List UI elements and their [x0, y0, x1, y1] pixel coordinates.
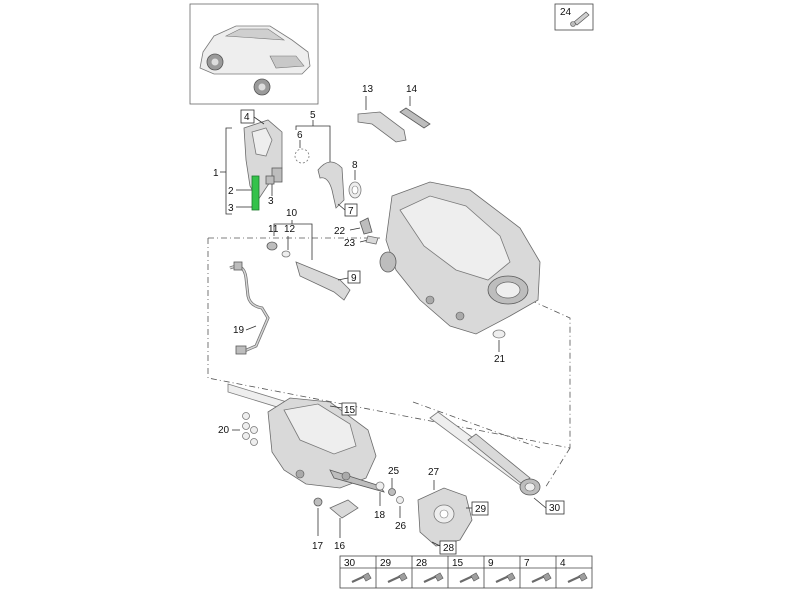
fastener-label-7[interactable]: 7	[524, 558, 530, 569]
callout-5[interactable]: 5	[310, 110, 316, 121]
driveshaft-30[interactable]	[429, 411, 541, 496]
fastener-table	[339, 555, 593, 589]
washer-26[interactable]	[396, 496, 404, 504]
callout-15[interactable]: 15	[344, 405, 356, 416]
callout-14[interactable]: 14	[406, 84, 418, 95]
transmission-housing-upper[interactable]	[379, 181, 541, 335]
callout-22[interactable]: 22	[334, 226, 346, 237]
callout-25[interactable]: 25	[388, 466, 400, 477]
seal-17[interactable]	[313, 497, 323, 507]
bolt-23[interactable]	[365, 235, 379, 245]
bolt-icon[interactable]	[459, 572, 480, 583]
callout-23[interactable]: 23	[344, 238, 356, 249]
gearbox-lower[interactable]	[227, 383, 385, 493]
pin-22[interactable]	[359, 217, 373, 235]
callout-9[interactable]: 9	[351, 273, 357, 284]
shift-cover-5[interactable]	[317, 161, 345, 209]
callout-13[interactable]: 13	[362, 84, 374, 95]
bolt-icon[interactable]	[495, 572, 516, 583]
fastener-label-4[interactable]: 4	[560, 558, 566, 569]
bolt-icon[interactable]	[567, 572, 588, 583]
fastener-label-29[interactable]: 29	[380, 558, 392, 569]
callout-26[interactable]: 26	[395, 521, 407, 532]
bolt-set-20[interactable]	[242, 412, 258, 446]
fastener-label-15[interactable]: 15	[452, 558, 464, 569]
ring-18[interactable]	[375, 481, 385, 491]
fastener-label-30[interactable]: 30	[344, 558, 356, 569]
shift-lever-10[interactable]	[295, 261, 351, 301]
tool-box[interactable]: 24	[554, 3, 594, 31]
callout-11[interactable]: 11	[268, 224, 279, 235]
bolt-icon[interactable]	[387, 572, 408, 583]
callout-3b[interactable]: 3	[268, 196, 274, 207]
callout-4[interactable]: 4	[244, 112, 250, 123]
gearshift-housing[interactable]	[243, 119, 283, 211]
callout-7[interactable]: 7	[348, 206, 354, 217]
callout-29[interactable]: 29	[475, 504, 487, 515]
wiring-harness-19[interactable]	[229, 261, 270, 355]
callout-24: 24	[560, 7, 572, 18]
callout-17[interactable]: 17	[312, 541, 324, 552]
callout-12[interactable]: 12	[284, 224, 296, 235]
washer-25[interactable]	[388, 488, 396, 496]
callout-3a[interactable]: 3	[228, 203, 234, 214]
callout-20[interactable]: 20	[218, 425, 230, 436]
callout-1[interactable]: 1	[213, 168, 219, 179]
callout-10[interactable]: 10	[286, 208, 298, 219]
callout-21[interactable]: 21	[494, 354, 506, 365]
seal-ring-6[interactable]	[294, 148, 310, 164]
bolt-icon[interactable]	[531, 572, 552, 583]
vehicle-thumbnail[interactable]	[189, 3, 319, 105]
assembly-outline-2	[412, 401, 571, 489]
callout-19[interactable]: 19	[233, 325, 245, 336]
rod-14[interactable]	[399, 107, 431, 129]
bracket-13[interactable]	[357, 111, 407, 143]
fastener-label-9[interactable]: 9	[488, 558, 494, 569]
callout-28[interactable]: 28	[443, 543, 455, 554]
fastener-label-28[interactable]: 28	[416, 558, 428, 569]
bolt-icon[interactable]	[351, 572, 372, 583]
ring-12[interactable]	[281, 250, 291, 258]
plug-21[interactable]	[492, 329, 506, 339]
differential-housing-27[interactable]	[417, 487, 473, 547]
tool-icon	[570, 11, 590, 27]
callout-6[interactable]: 6	[297, 130, 303, 141]
callout-30[interactable]: 30	[549, 503, 561, 514]
bracket-1	[220, 127, 252, 215]
bushing-11[interactable]	[266, 241, 278, 251]
callout-8[interactable]: 8	[352, 160, 358, 171]
callout-16[interactable]: 16	[334, 541, 346, 552]
highlighted-part-2	[251, 175, 260, 211]
cover-16[interactable]	[329, 499, 359, 519]
callout-27[interactable]: 27	[428, 467, 440, 478]
callout-2[interactable]: 2	[228, 186, 234, 197]
callout-18[interactable]: 18	[374, 510, 386, 521]
bolt-icon[interactable]	[423, 572, 444, 583]
